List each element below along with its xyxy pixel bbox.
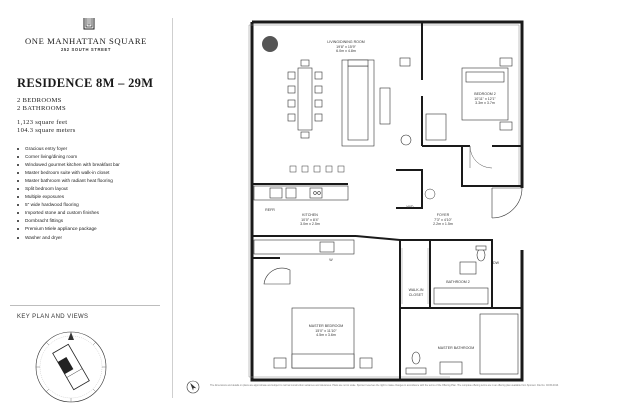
bathrooms-count: 2 BATHROOMS bbox=[17, 105, 66, 112]
feature-item: Windowed gourmet kitchen with breakfast … bbox=[17, 161, 120, 169]
floor-plan-drawing bbox=[248, 20, 524, 382]
legal-disclaimer: The dimensions and details on plans are … bbox=[210, 384, 559, 387]
feature-item: Split bedroom layout bbox=[17, 185, 120, 193]
key-plan-diagram bbox=[35, 331, 107, 403]
feature-item: Master bathroom with radiant heat floori… bbox=[17, 177, 120, 185]
feature-item: 5" wide hardwood flooring bbox=[17, 201, 120, 209]
feature-item: Premium Miele appliance package bbox=[17, 225, 120, 233]
floor-plan: LIVING/DINING ROOM 19'8" x 15'9" 6.0m x … bbox=[230, 18, 542, 388]
room-label-kitchen: KITCHEN 10'0" x 8'4" 3.0m x 2.5m bbox=[300, 213, 320, 227]
feature-item: Corner living/dining room bbox=[17, 153, 120, 161]
feature-item: Multiple exposures bbox=[17, 193, 120, 201]
section-divider bbox=[10, 305, 160, 306]
room-label-bath2: BATHROOM 2 bbox=[446, 280, 470, 284]
room-label-refr: REFR bbox=[265, 208, 275, 212]
residence-title: RESIDENCE 8M – 29M bbox=[17, 76, 154, 90]
room-label-bedroom2: BEDROOM 2 10'11" x 12'1" 3.3m x 3.7m bbox=[474, 92, 496, 106]
room-label-living: LIVING/DINING ROOM 19'8" x 15'9" 6.0m x … bbox=[327, 40, 365, 54]
room-label-masterbath: MASTER BATHROOM bbox=[437, 346, 475, 350]
feature-item: Imported stone and custom finishes bbox=[17, 209, 120, 217]
features-list: Gracious entry foyer Corner living/dinin… bbox=[17, 145, 120, 242]
building-logo-icon bbox=[83, 18, 95, 30]
room-label-w: W bbox=[329, 258, 333, 262]
room-label-wd: W/D bbox=[406, 205, 414, 209]
panel-divider bbox=[172, 18, 173, 398]
room-label-walkin: WALK-IN CLOSET bbox=[408, 288, 424, 297]
square-meters: 104.3 square meters bbox=[17, 127, 76, 134]
room-label-foyer: FOYER 7'3" x 4'10" 2.2m x 1.5m bbox=[433, 213, 453, 227]
feature-item: Dornbracht fittings bbox=[17, 217, 120, 225]
info-panel: ONE MANHATTAN SQUARE 252 SOUTH STREET RE… bbox=[0, 0, 172, 414]
feature-item: Master bedroom suite with walk-in closet bbox=[17, 169, 120, 177]
room-label-dw: DW bbox=[493, 261, 499, 265]
keyplan-label: KEY PLAN AND VIEWS bbox=[17, 314, 89, 320]
feature-item: Gracious entry foyer bbox=[17, 145, 120, 153]
room-label-master: MASTER BEDROOM 15'0" x 11'10" 4.5m x 3.6… bbox=[308, 324, 344, 338]
feature-item: Washer and dryer bbox=[17, 234, 120, 242]
square-feet: 1,123 square feet bbox=[17, 119, 68, 126]
brand-name: ONE MANHATTAN SQUARE bbox=[24, 36, 148, 46]
bedrooms-count: 2 BEDROOMS bbox=[17, 97, 62, 104]
plant-icon bbox=[262, 36, 278, 52]
north-arrow-icon bbox=[186, 380, 200, 394]
view-ticks-icon bbox=[36, 332, 106, 402]
tower-footprint-icon bbox=[52, 343, 90, 391]
brand-address: 252 SOUTH STREET bbox=[60, 47, 112, 52]
